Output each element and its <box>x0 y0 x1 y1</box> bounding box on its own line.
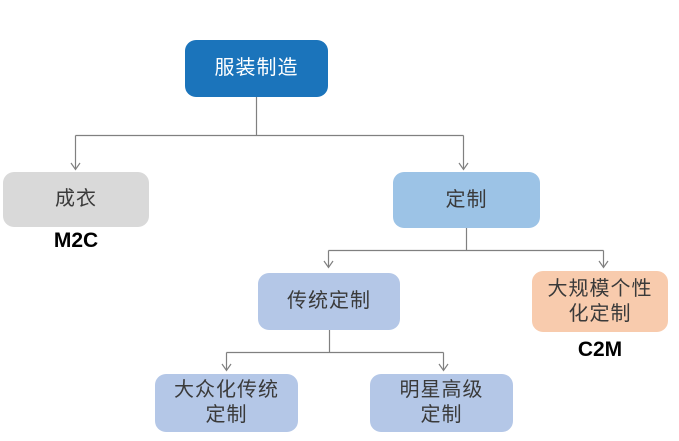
node-ready-to-wear: 成衣 <box>3 172 149 227</box>
label-m2c: M2C <box>53 229 99 252</box>
node-mass-traditional-customization: 大众化传统 定制 <box>155 374 298 432</box>
arrowhead-mass-personalized <box>598 260 609 269</box>
arrowhead-mass-traditional <box>221 363 232 372</box>
arrowhead-traditional <box>323 260 334 269</box>
edge-traditional-children <box>225 330 445 370</box>
node-garment-manufacturing: 服装制造 <box>185 40 328 97</box>
edge-root-children <box>74 97 465 169</box>
edge-custom-children <box>327 228 605 267</box>
node-traditional-customization: 传统定制 <box>258 273 400 330</box>
arrowhead-celebrity-haute <box>438 363 449 372</box>
node-customization: 定制 <box>393 172 540 228</box>
arrowhead-custom <box>458 162 469 171</box>
arrowhead-ready-to-wear <box>70 162 81 171</box>
node-mass-personalized-customization: 大规模个性 化定制 <box>532 271 668 332</box>
label-c2m: C2M <box>577 338 623 361</box>
node-celebrity-haute-customization: 明星高级 定制 <box>370 374 513 432</box>
